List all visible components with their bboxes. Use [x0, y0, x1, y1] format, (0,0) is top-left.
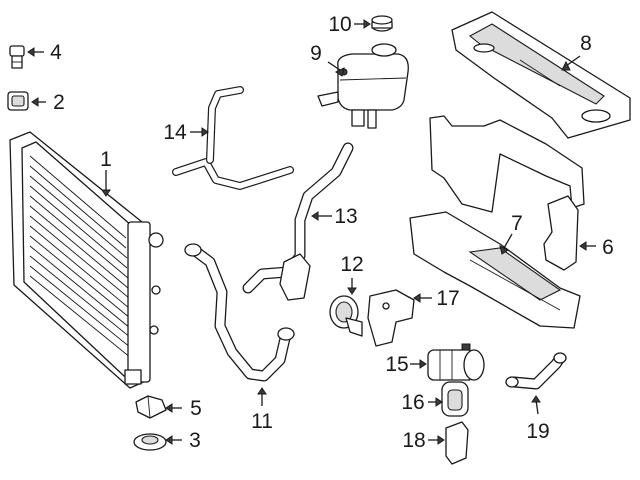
radiator-hose	[184, 243, 295, 382]
isolator	[133, 433, 167, 451]
callout-17: 17	[436, 287, 459, 310]
callout-18: 18	[402, 429, 425, 452]
callout-10: 10	[328, 13, 351, 36]
callout-11: 11	[251, 410, 273, 433]
air-duct	[429, 115, 585, 271]
callout-16: 16	[401, 391, 424, 414]
bracket	[367, 289, 415, 347]
callout-4: 4	[50, 41, 62, 64]
leader-lines	[27, 19, 596, 445]
water-pump	[427, 343, 485, 381]
callout-7: 7	[511, 212, 523, 235]
expansion-tank	[317, 43, 409, 129]
coolant-pipe	[172, 86, 294, 190]
outlet-hose	[505, 352, 567, 390]
reservoir-cap	[371, 15, 393, 32]
callout-9: 9	[310, 42, 322, 65]
heat-shield	[445, 421, 469, 465]
callout-19: 19	[526, 420, 549, 443]
grommet	[7, 91, 29, 111]
gasket	[441, 381, 469, 417]
clip	[9, 45, 25, 69]
callout-12: 12	[340, 253, 363, 276]
callout-13: 13	[334, 205, 357, 228]
callout-14: 14	[163, 121, 187, 144]
callout-8: 8	[580, 32, 592, 55]
callout-3: 3	[189, 429, 201, 452]
splash-shield	[451, 11, 631, 139]
callout-15: 15	[385, 353, 408, 376]
mount	[135, 395, 167, 419]
heater-hose	[242, 142, 354, 301]
callout-2: 2	[53, 91, 65, 114]
callout-labels: 1 2 3 4 5 6 7 8 9 10 11 12 13 14 15 16 1…	[50, 13, 614, 452]
radiator-support	[409, 211, 581, 329]
callout-6: 6	[602, 236, 614, 259]
radiator	[9, 131, 164, 389]
callout-1: 1	[100, 148, 112, 171]
callout-5: 5	[190, 397, 202, 420]
thermostat-housing	[329, 295, 363, 337]
